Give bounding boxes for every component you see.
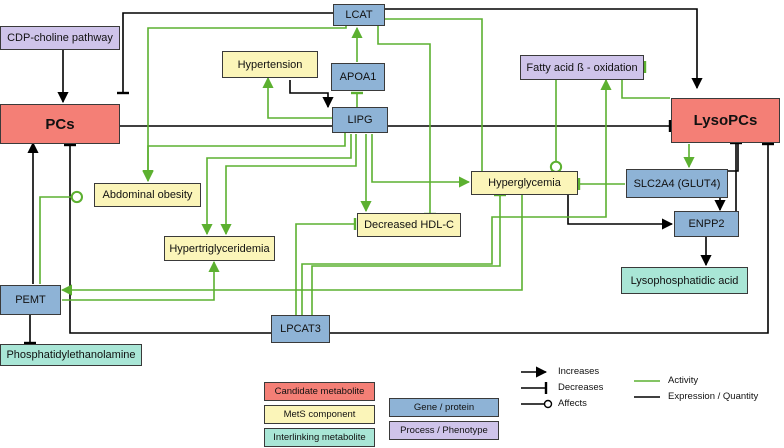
node-lysophosphatidic-acid[interactable]: Lysophosphatidic acid (621, 267, 748, 294)
legend-interlinking-metabolite: Interlinking metabolite (264, 428, 375, 447)
edge-hyperglycemia-to-pemt (60, 195, 523, 296)
node-lcat[interactable]: LCAT (333, 4, 385, 26)
edge-hypertension-to-lipg (289, 80, 334, 109)
edge-lipg-to-abdominal-obesity (142, 133, 346, 183)
legend-increases-label: Increases (558, 366, 600, 377)
node-lpcat3[interactable]: LPCAT3 (271, 315, 330, 343)
node-hyperglycemia[interactable]: Hyperglycemia (471, 171, 578, 195)
edge-lpcat3-to-decreased-hdl (295, 218, 357, 315)
edge-lcat-decreases-pcs (117, 12, 333, 95)
node-hypertriglyceridemia[interactable]: Hypertriglyceridemia (164, 236, 275, 261)
edge-lpcat3-to-fatty-acid (301, 78, 612, 315)
edge-hyperglycemia-decreases-lcat (361, 13, 483, 172)
legend-expression-label: Expression / Quantity (668, 391, 759, 402)
edge-lcat-to-abdominal-obesity (142, 22, 347, 182)
legend-gene-protein: Gene / protein (389, 398, 499, 417)
node-pcs[interactable]: PCs (0, 104, 120, 144)
node-apoa1[interactable]: APOA1 (331, 63, 385, 91)
edge-pemt-to-hypertriglyceridemia (62, 260, 220, 301)
edge-pemt-affects-abdominal-obesity (39, 190, 84, 284)
edge-lpcat3-decreases-pcs (64, 143, 271, 334)
node-lysopcs[interactable]: LysoPCs (671, 98, 780, 143)
legend-affects-label: Affects (558, 398, 587, 409)
node-phosphatidylethanolamine[interactable]: Phosphatidylethanolamine (0, 344, 142, 366)
node-hypertension[interactable]: Hypertension (222, 51, 318, 78)
edge-lipg-to-hypertriglyceridemia-2 (220, 134, 357, 236)
edge-lipg-to-hyperglycemia (371, 134, 471, 188)
legend-candidate-metabolite: Candidate metabolite (264, 382, 375, 401)
edge-hyperglycemia-to-enpp2 (567, 195, 674, 230)
edge-lcat-to-lysopcs (360, 8, 703, 90)
node-abdominal-obesity[interactable]: Abdominal obesity (94, 183, 201, 207)
node-pemt[interactable]: PEMT (0, 285, 61, 315)
node-decreased-hdl-c[interactable]: Decreased HDL-C (357, 213, 461, 237)
node-enpp2[interactable]: ENPP2 (674, 211, 739, 237)
legend-mets-component: MetS component (264, 405, 375, 424)
legend-decreases-label: Decreases (558, 382, 604, 393)
legend-activity-label: Activity (668, 375, 699, 386)
node-slc2a4[interactable]: SLC2A4 (GLUT4) (626, 169, 728, 198)
node-cdp-choline-pathway[interactable]: CDP-choline pathway (0, 26, 120, 50)
edge-lipg-to-hypertension (262, 76, 332, 119)
edge-lcat-decreases-decreased-hdl (377, 22, 436, 216)
edge-lipg-to-hypertriglyceridemia-1 (201, 134, 352, 236)
node-lipg[interactable]: LIPG (332, 107, 388, 133)
legend-affects-circle (543, 399, 553, 409)
legend-process-phenotype: Process / Phenotype (389, 421, 499, 440)
node-fatty-acid-oxidation[interactable]: Fatty acid ß - oxidation (520, 55, 644, 80)
edge-lpcat3-decreases-lysopcs (330, 142, 774, 334)
